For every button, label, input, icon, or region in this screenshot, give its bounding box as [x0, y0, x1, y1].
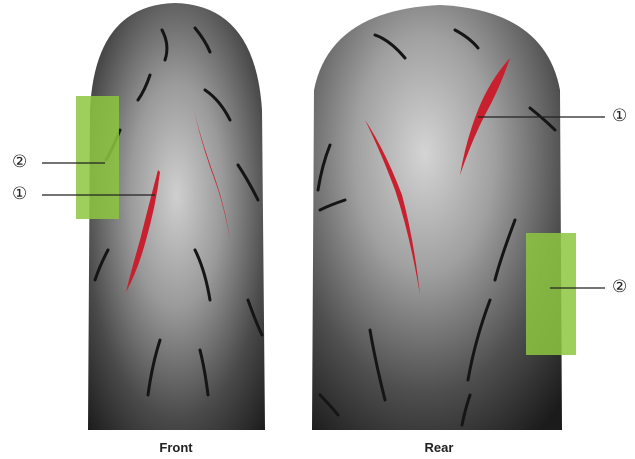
front-callout-1: ①	[12, 184, 27, 204]
rear-tire-body	[312, 5, 562, 430]
rear-callout-1: ①	[612, 106, 627, 126]
front-caption: Front	[116, 440, 236, 455]
rear-caption: Rear	[379, 440, 499, 455]
rear-tire	[312, 5, 576, 430]
rear-callout-2: ②	[612, 277, 627, 297]
front-tire	[76, 3, 265, 430]
front-shoulder-highlight	[76, 96, 119, 219]
rear-shoulder-highlight	[526, 233, 576, 355]
front-callout-2: ②	[12, 152, 27, 172]
